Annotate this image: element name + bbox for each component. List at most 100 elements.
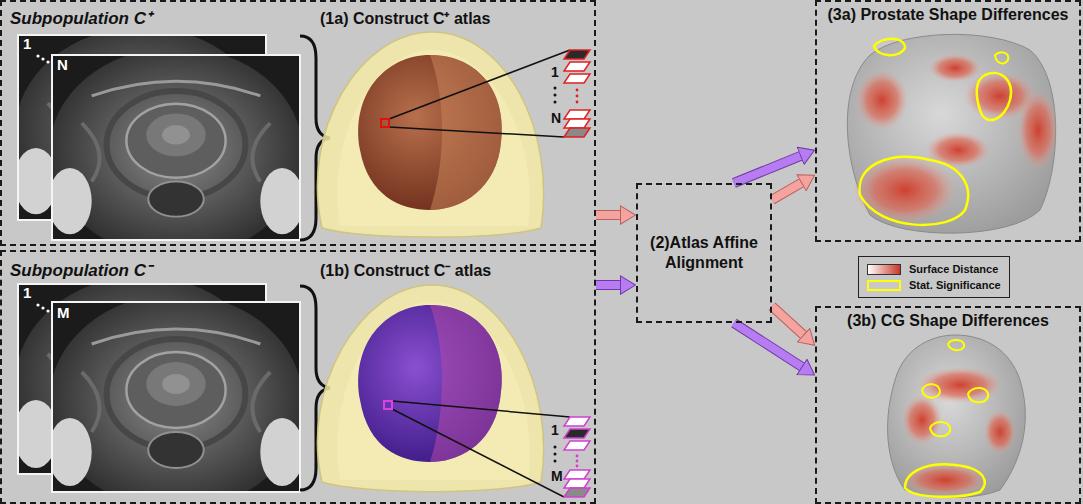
stack-dot	[576, 460, 579, 463]
mri-frame	[52, 302, 300, 492]
legend-row: Surface Distance	[867, 261, 1001, 277]
voxel-marker	[381, 119, 389, 127]
distance-patch	[1018, 90, 1058, 170]
arrow-shaft	[772, 306, 803, 335]
stack-dot	[576, 101, 579, 104]
distance-patch	[856, 70, 908, 130]
arrow-shaft	[734, 323, 802, 367]
significance-contour	[977, 73, 1011, 120]
stack-dot	[576, 95, 579, 98]
legend-text: Surface Distance	[909, 263, 998, 275]
distance-patch	[903, 464, 987, 496]
atlas-slice	[564, 74, 590, 83]
atlas-slice	[564, 479, 590, 488]
step-title: (3b) CG Shape Differences	[847, 312, 1049, 330]
flow-arrow	[596, 285, 620, 286]
prostate-atlas	[317, 285, 543, 492]
atlas-slice	[564, 470, 590, 479]
mri-slice	[48, 47, 304, 257]
legend-swatch	[867, 280, 901, 291]
stack-dot	[554, 94, 557, 97]
stack-dot	[554, 101, 557, 104]
voxel-marker	[384, 401, 392, 409]
slice-stack	[564, 50, 590, 137]
step-title: (1a) Construct C⁺ atlas	[320, 7, 490, 29]
stack-dot	[576, 465, 579, 468]
flow-arrow	[734, 323, 802, 367]
stack-dot	[554, 87, 557, 90]
distance-patch	[984, 410, 1016, 454]
atlas-slice	[564, 62, 590, 71]
step-title: (1b) Construct C⁻ atlas	[320, 259, 491, 281]
step-title: (3a) Prostate Shape Differences	[828, 6, 1069, 24]
step-title: (2)Atlas Affine Alignment	[644, 233, 764, 273]
legend-row: Stat. Significance	[867, 277, 1001, 293]
leader-line	[392, 401, 570, 417]
arrow-shaft	[596, 281, 620, 289]
arrow-outline	[772, 306, 803, 335]
legend-text: Stat. Significance	[909, 279, 1001, 291]
distance-patch	[926, 132, 990, 168]
atlas-slice	[564, 128, 590, 137]
atlas-slice	[564, 110, 590, 119]
stack-dot	[41, 306, 44, 309]
stack-dot	[41, 57, 44, 60]
leader-line	[389, 50, 570, 119]
cg-surface	[888, 335, 1026, 498]
stack-dot	[46, 60, 49, 63]
atlas-slice	[564, 429, 590, 438]
atlas-slice	[564, 441, 590, 450]
significance-contour	[874, 39, 905, 56]
significance-contour	[948, 340, 964, 350]
atlas-slice	[564, 119, 590, 128]
arrow-shaft	[596, 211, 620, 219]
stack-index: 1	[551, 65, 559, 80]
stack-dot	[554, 446, 557, 449]
group-heading: Subpopulation C⁻	[10, 258, 152, 281]
significance-contour	[968, 388, 988, 402]
atlas-slice	[564, 50, 590, 59]
arrow-outline	[772, 183, 801, 200]
arrow-outline	[734, 156, 800, 183]
distance-patch	[929, 54, 981, 82]
flow-arrow	[734, 156, 800, 183]
prostate-atlas-layer	[337, 302, 530, 480]
slice-stack	[564, 417, 590, 497]
distance-patch	[918, 367, 1002, 403]
stack-index: 1	[551, 423, 559, 438]
arrow-outline	[734, 323, 802, 367]
central-gland-atlas	[358, 305, 502, 462]
stack-dot	[46, 309, 49, 312]
stack-index: 1	[23, 285, 31, 302]
stack-index: N	[551, 111, 561, 126]
atlas-slice	[564, 417, 590, 426]
legend: Surface DistanceStat. Significance	[858, 256, 1010, 298]
significance-contour	[922, 384, 940, 398]
arrow-shaft	[772, 183, 801, 200]
significance-contour	[905, 464, 985, 496]
arrow-shaft	[734, 156, 800, 183]
stack-dot	[554, 460, 557, 463]
significance-contour	[860, 157, 969, 225]
arrow-outline	[596, 280, 620, 290]
distance-patch	[853, 156, 957, 224]
leader-line	[389, 127, 564, 137]
atlas-slice	[564, 488, 590, 497]
stack-index: N	[57, 57, 68, 74]
leader-line	[392, 409, 564, 497]
mri-frame	[52, 55, 300, 240]
flow-arrow	[596, 215, 620, 216]
significance-contour	[930, 422, 950, 436]
panel: Subpopulation C⁻ (1b) Construct C⁻ atlas	[0, 250, 596, 504]
result-panel: (3a) Prostate Shape Differences	[815, 0, 1081, 242]
stack-dot	[576, 455, 579, 458]
panel: Subpopulation C⁺(1a) Construct C⁺ atlas	[0, 0, 596, 246]
arrow-outline	[596, 210, 620, 220]
legend-swatch	[867, 264, 901, 275]
distance-patch	[902, 395, 942, 445]
